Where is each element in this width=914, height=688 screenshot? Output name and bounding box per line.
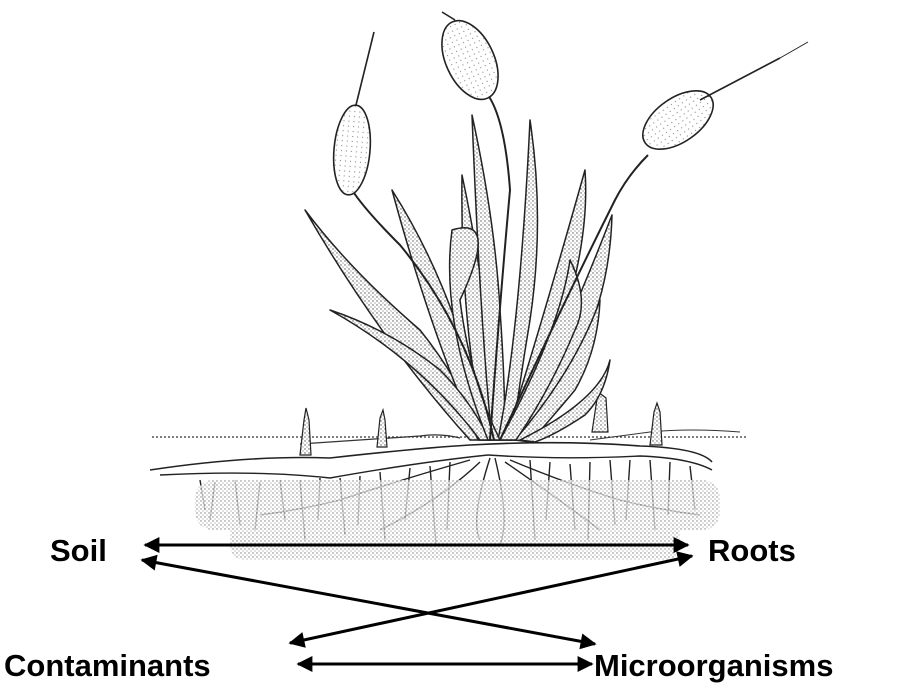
arrow-soil-microorganisms <box>142 560 595 644</box>
node-label-roots: Roots <box>708 535 796 566</box>
node-label-contaminants: Contaminants <box>4 650 211 681</box>
cattail-seed-heads <box>330 12 808 197</box>
node-label-microorganisms: Microorganisms <box>594 650 833 681</box>
root-hairs <box>195 480 720 560</box>
node-label-soil: Soil <box>50 535 107 566</box>
relationship-arrows <box>142 545 692 664</box>
